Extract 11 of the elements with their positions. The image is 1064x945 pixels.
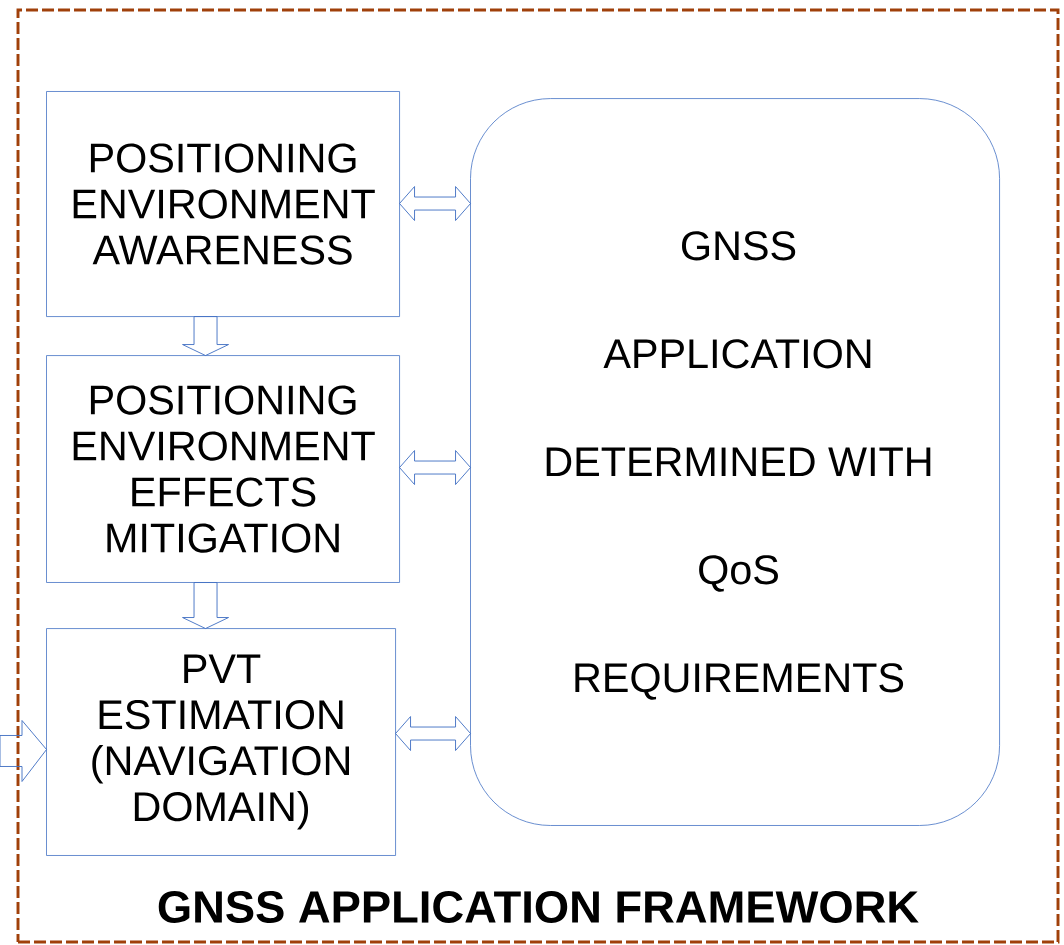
process-box: POSITIONING ENVIRONMENT EFFECTS MITIGATION: [46, 355, 400, 583]
frame-title: GNSS APPLICATION FRAMEWORK: [158, 890, 919, 924]
block-arrow: [399, 186, 471, 221]
block-arrow: [399, 450, 471, 485]
block-arrow: [0, 720, 47, 782]
block-arrow: [182, 582, 229, 629]
block-arrow: [395, 716, 471, 751]
process-box: PVT ESTIMATION (NAVIGATION DOMAIN): [46, 628, 396, 856]
process-box: POSITIONING ENVIRONMENT AWARENESS: [46, 91, 400, 317]
rounded-box: GNSS APPLICATION DETERMINED WITH QoS REQUIREMENTS: [470, 98, 1000, 826]
block-arrow: [182, 316, 229, 356]
